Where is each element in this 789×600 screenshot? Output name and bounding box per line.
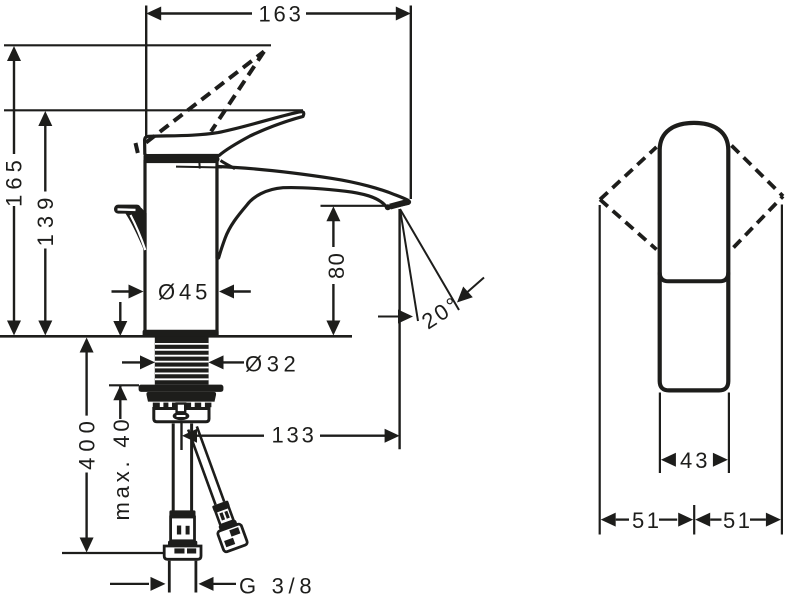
svg-text:163: 163 — [259, 2, 304, 27]
svg-text:51: 51 — [723, 508, 752, 533]
svg-text:Ø45: Ø45 — [158, 279, 211, 304]
svg-text:20°: 20° — [417, 291, 465, 334]
svg-text:43: 43 — [680, 448, 710, 473]
svg-text:80: 80 — [324, 252, 349, 279]
svg-text:400: 400 — [75, 415, 100, 470]
svg-text:51: 51 — [632, 508, 661, 533]
svg-text:165: 165 — [2, 155, 27, 207]
svg-text:max. 40: max. 40 — [109, 416, 134, 521]
svg-text:133: 133 — [272, 423, 317, 448]
svg-text:Ø32: Ø32 — [245, 352, 300, 377]
svg-text:G 3/8: G 3/8 — [239, 574, 316, 599]
svg-text:139: 139 — [33, 192, 58, 247]
